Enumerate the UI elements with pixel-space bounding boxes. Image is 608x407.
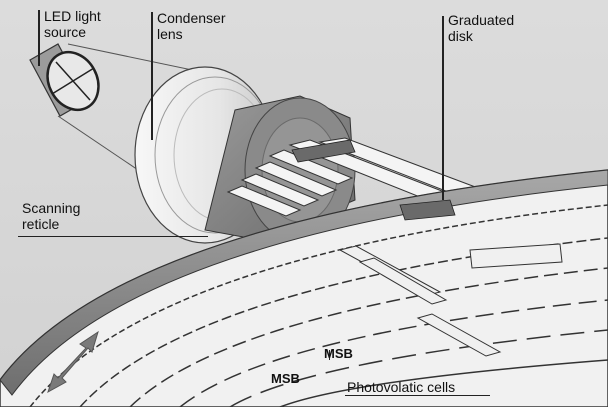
reticle-leader-line bbox=[18, 236, 208, 237]
photovoltaic-cells-label: Photovolatic cells bbox=[347, 379, 456, 395]
condenser-lens-label: Condenser lens bbox=[157, 10, 226, 42]
reticle-gratings bbox=[291, 139, 456, 221]
led-light-source bbox=[29, 43, 100, 117]
led-light-source-label: LED light source bbox=[44, 8, 101, 40]
photovoltaic-cells bbox=[338, 243, 563, 357]
msb-lower-label: MSB bbox=[271, 371, 300, 386]
double-arrow-icon bbox=[47, 330, 99, 394]
msb-upper-label: MSB bbox=[324, 346, 353, 361]
photovoltaic-underline bbox=[345, 395, 490, 396]
disk-leader-line bbox=[442, 16, 444, 200]
graduated-disk-label: Graduated disk bbox=[448, 12, 515, 44]
led-leader-line bbox=[38, 10, 40, 66]
msb-upper-leader bbox=[329, 350, 330, 360]
condenser-leader-line bbox=[151, 12, 153, 140]
scanning-reticle-label: Scanning reticle bbox=[22, 200, 81, 232]
